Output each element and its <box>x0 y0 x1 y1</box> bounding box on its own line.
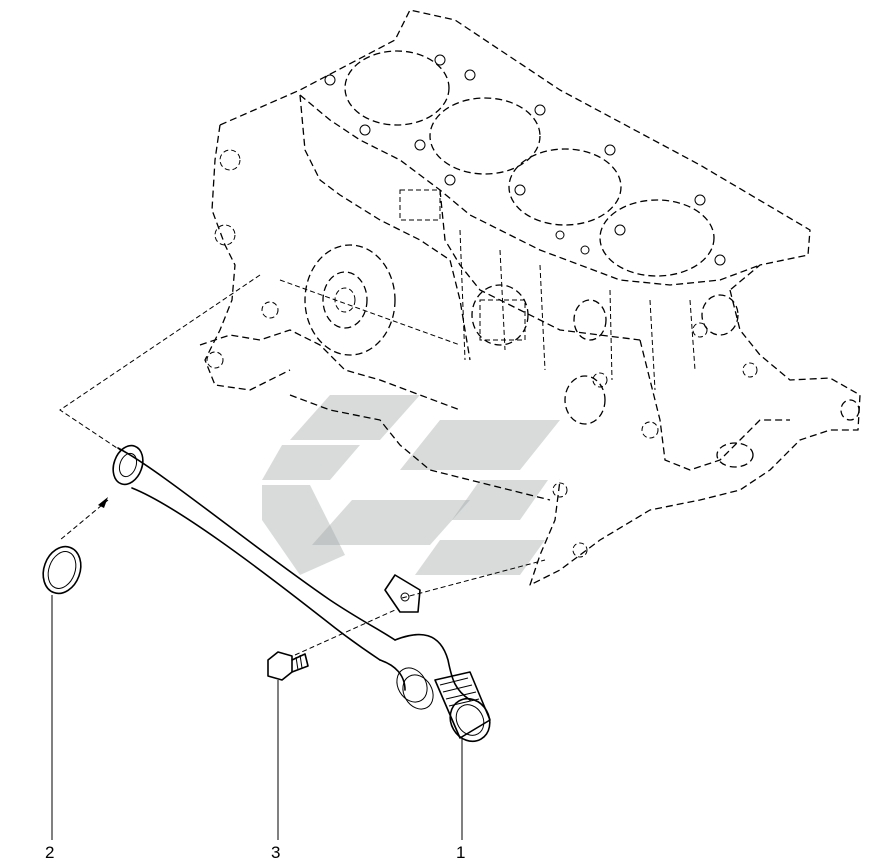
watermark-logo <box>262 395 560 575</box>
o-ring-seal <box>42 497 108 840</box>
assembly-guide-lines <box>59 274 546 656</box>
oil-suction-tube <box>112 444 491 840</box>
callout-1: 1 <box>456 843 465 862</box>
callout-2: 2 <box>45 843 54 862</box>
callout-3: 3 <box>271 843 280 862</box>
mounting-bolt <box>267 651 309 840</box>
engine-block-outline <box>199 9 861 586</box>
